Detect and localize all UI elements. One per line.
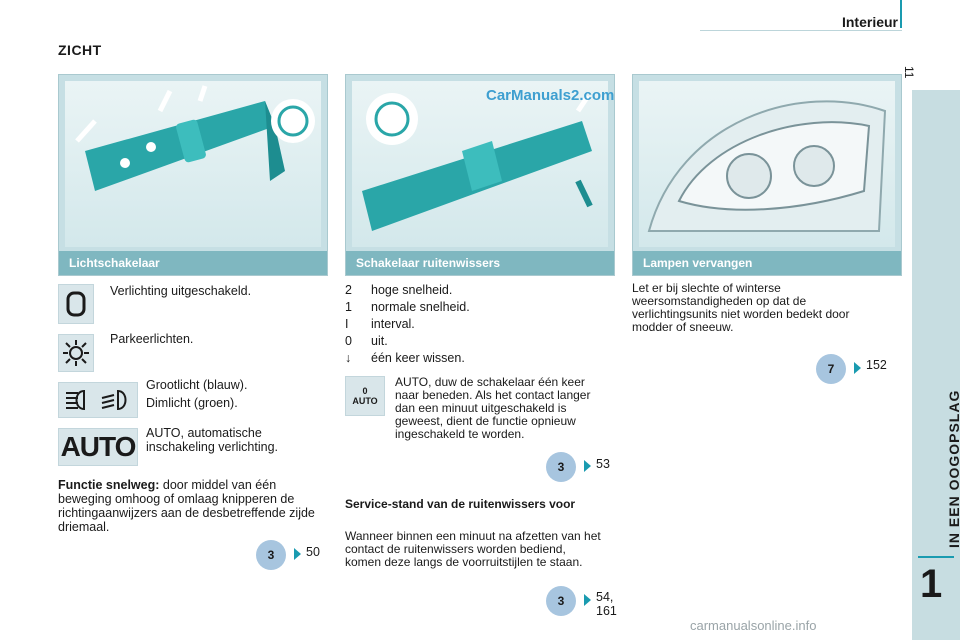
page-ref-link[interactable]: 152 [866, 358, 887, 372]
chapter-label: IN EEN OOGOPSLAG [946, 389, 960, 548]
service-stand-text: Wanneer binnen een minuut na afzetten va… [345, 529, 601, 569]
page-ref-link[interactable]: 50 [306, 545, 320, 559]
footer-watermark: carmanualsonline.info [690, 618, 817, 633]
page-ref-arrow-icon [294, 548, 301, 560]
wiper-switch-label: Schakelaar ruitenwissers [346, 251, 614, 275]
light-switch-label: Lichtschakelaar [59, 251, 327, 275]
wiper-auto-text: AUTO, duw de schakelaar één keer naar be… [395, 375, 591, 441]
parking-light-text: Parkeerlichten. [110, 332, 194, 346]
watermark: CarManuals2.com [486, 87, 615, 104]
headlamp-illustration [639, 81, 895, 247]
header-accent-line [900, 0, 902, 28]
page-ref-link[interactable]: 53 [596, 457, 610, 471]
high-beam-text: Grootlicht (blauw). [146, 378, 248, 392]
lamps-label: Lampen vervangen [633, 251, 901, 275]
wiper-switch-panel: CarManuals2.com Schakelaar ruitenwissers [345, 74, 615, 276]
functie-snelweg-paragraph: Functie snelweg: door middel van één bew… [58, 478, 328, 534]
chapter-divider [918, 556, 954, 558]
light-off-text: Verlichting uitgeschakeld. [110, 284, 252, 298]
section-title: ZICHT [58, 42, 102, 58]
page-ref-link[interactable]: 54, 161 [596, 590, 617, 618]
chapter-ref-badge: 7 [816, 354, 846, 384]
page-number: 11 [902, 66, 916, 79]
light-switch-illustration [65, 81, 321, 247]
service-stand-title: Service-stand van de ruitenwissers voor [345, 497, 576, 511]
list-item: ↓één keer wissen. [345, 351, 465, 365]
header-title: Interieur [841, 14, 898, 30]
page-ref-arrow-icon [584, 460, 591, 472]
functie-snelweg-text: door middel van één beweging omhoog of o… [58, 478, 315, 534]
page-ref-arrow-icon [854, 362, 861, 374]
page-ref-arrow-icon [584, 594, 591, 606]
parking-light-icon [58, 334, 94, 372]
wiper-auto-icon: 0 AUTO [345, 376, 385, 416]
light-off-icon [58, 284, 94, 324]
lamps-text: Let er bij slechte of winterse weersomst… [632, 281, 850, 334]
dipped-beam-text: Dimlicht (groen). [146, 396, 238, 410]
wiper-switch-illustration [352, 81, 608, 247]
light-switch-panel: Lichtschakelaar [58, 74, 328, 276]
chapter-ref-badge: 3 [546, 586, 576, 616]
chapter-ref-badge: 3 [256, 540, 286, 570]
chapter-sidebar [912, 90, 960, 640]
auto-light-icon: AUTO [58, 428, 138, 466]
lamps-panel: Lampen vervangen [632, 74, 902, 276]
header-divider [700, 30, 902, 31]
wiper-auto-icon-label: AUTO [352, 396, 378, 406]
auto-light-text: AUTO, automatische inschakeling verlicht… [146, 426, 279, 454]
functie-snelweg-title: Functie snelweg: [58, 478, 160, 492]
chapter-number: 1 [920, 562, 943, 606]
chapter-ref-badge: 3 [546, 452, 576, 482]
wiper-auto-icon-zero: 0 [362, 386, 368, 396]
beam-lights-icon [58, 382, 138, 418]
